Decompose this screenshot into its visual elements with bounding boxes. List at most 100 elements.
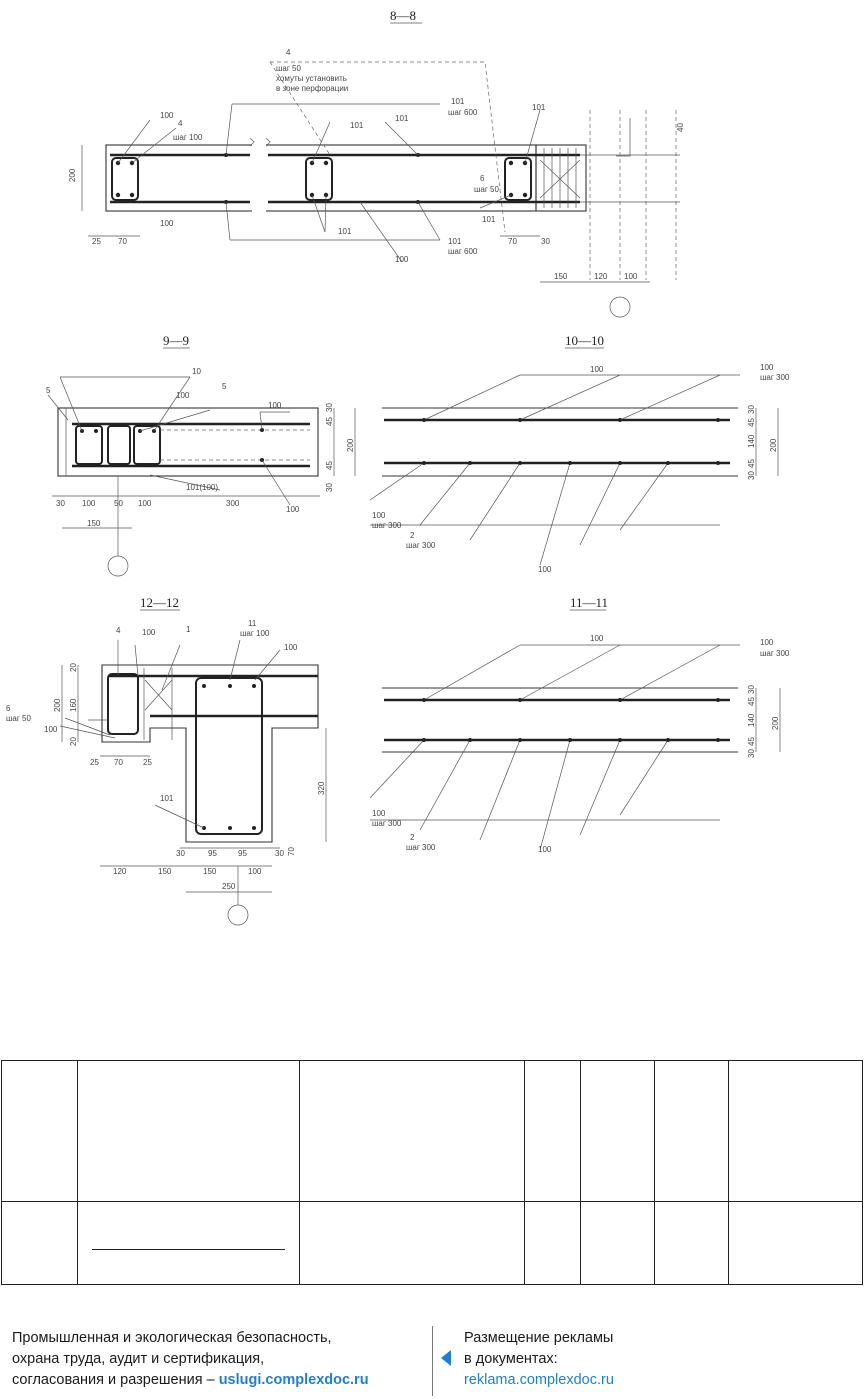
dimension-label: 101 <box>532 103 546 112</box>
dimension-label: хомуты установить <box>276 74 347 83</box>
engineering-drawing: .thin { stroke: #555; stroke-width: 0.7;… <box>6 8 790 926</box>
dimension-label: 45 <box>747 697 756 706</box>
section-12-12: 12—12 4 100 1 11 шаг 100 100 6 шаг 50 10… <box>6 595 327 926</box>
footer-ads-text: Размещение рекламы в документах: reklama… <box>464 1330 614 1388</box>
dimension-label: шаг 600 <box>448 108 478 117</box>
dimension-label: 100 <box>284 643 298 652</box>
dimension-label: 100 <box>138 499 152 508</box>
dimension-label: 150 <box>87 519 101 528</box>
dimension-label: 30 <box>747 749 756 758</box>
dimension-label: 30 <box>747 685 756 694</box>
dimension-label: 250 <box>222 882 236 891</box>
dimension-label: 150 <box>203 867 217 876</box>
section-8-8: 8—8 <box>68 8 685 318</box>
dimension-label: 100 <box>538 565 552 574</box>
dimension-label: 20 <box>69 663 78 672</box>
dimension-label: 25 <box>90 758 99 767</box>
section-title-9-9: 9—9 <box>163 333 189 348</box>
dimension-label: 10 <box>192 367 201 376</box>
section-title-12-12: 12—12 <box>140 595 179 610</box>
title-cell <box>77 1060 300 1202</box>
uslugi-link[interactable]: uslugi.complexdoc.ru <box>218 1372 369 1388</box>
title-cell <box>1 1201 78 1285</box>
dimension-label: 100 <box>372 809 386 818</box>
dimension-label: 100 <box>268 401 282 410</box>
dimension-label: 70 <box>118 237 127 246</box>
dimension-label: 40 <box>676 123 685 132</box>
dimension-label: в зоне перфорации <box>276 84 348 93</box>
dimension-label: 100 <box>142 628 156 637</box>
dimension-label: шаг 50 <box>474 185 499 194</box>
section-title-10-10: 10—10 <box>565 333 604 348</box>
title-cell <box>654 1060 729 1202</box>
dimension-label: 70 <box>508 237 517 246</box>
dimension-label: 140 <box>747 434 756 448</box>
dimension-label: 30 <box>275 849 284 858</box>
dimension-label: 2 <box>410 531 415 540</box>
dimension-label: 101 <box>451 97 465 106</box>
title-cell <box>580 1060 655 1202</box>
dimension-label: 120 <box>594 272 608 281</box>
dimension-label: 100 <box>538 845 552 854</box>
title-cell <box>299 1201 525 1285</box>
footer-banner: Промышленная и экологическая безопасност… <box>0 1300 865 1399</box>
dimension-label: 100 <box>176 391 190 400</box>
dimension-label: 95 <box>208 849 217 858</box>
title-block-table <box>1 1060 863 1285</box>
dimension-label: шаг 300 <box>372 521 402 530</box>
dimension-label: 30 <box>176 849 185 858</box>
dimension-label: 25 <box>92 237 101 246</box>
footer-divider <box>432 1326 433 1396</box>
dimension-label: шаг 600 <box>448 247 478 256</box>
dimension-label: шаг 50 <box>276 64 301 73</box>
dimension-label: шаг 300 <box>760 373 790 382</box>
section-10-10: 10—10 100 100 шаг 300 100 шаг 300 2 шаг … <box>369 333 790 574</box>
dimension-label: 100 <box>160 219 174 228</box>
dimension-label: 100 <box>590 634 604 643</box>
dimension-label: 200 <box>68 168 77 182</box>
dimension-label: 101 <box>482 215 496 224</box>
dimension-label: 200 <box>346 438 355 452</box>
dimension-label: 4 <box>178 119 183 128</box>
dimension-label: 101 <box>160 794 174 803</box>
dimension-label: 101 <box>395 114 409 123</box>
dimension-label: 101(100) <box>186 483 218 492</box>
dimension-label: 100 <box>395 255 409 264</box>
dimension-label: 2 <box>410 833 415 842</box>
dimension-label: 160 <box>69 698 78 712</box>
dimension-label: 100 <box>624 272 638 281</box>
dimension-label: шаг 300 <box>760 649 790 658</box>
title-cell <box>580 1201 655 1285</box>
dimension-label: 5 <box>46 386 51 395</box>
dimension-label: шаг 300 <box>406 843 436 852</box>
dimension-label: 100 <box>160 111 174 120</box>
arrow-left-icon <box>441 1350 451 1366</box>
dimension-label: 120 <box>113 867 127 876</box>
dimension-label: 45 <box>747 737 756 746</box>
dimension-label: 50 <box>114 499 123 508</box>
title-cell <box>728 1060 863 1202</box>
dimension-label: 100 <box>372 511 386 520</box>
dimension-label: 45 <box>325 461 334 470</box>
dimension-label: 45 <box>747 459 756 468</box>
dimension-label: 95 <box>238 849 247 858</box>
dimension-label: 25 <box>143 758 152 767</box>
dimension-label: 5 <box>222 382 227 391</box>
dimension-label: 100 <box>760 363 774 372</box>
title-cell <box>524 1060 581 1202</box>
title-cell <box>728 1201 863 1285</box>
section-11-11: 11—11 100 100 шаг 300 100 шаг 300 2 шаг … <box>369 595 790 854</box>
dimension-label: 100 <box>286 505 300 514</box>
dimension-label: 100 <box>44 725 58 734</box>
dimension-label: 70 <box>287 847 296 856</box>
section-9-9: 9—9 5 10 100 5 100 101(100) 100 30 45 20 <box>46 333 356 577</box>
dimension-label: 30 <box>56 499 65 508</box>
dimension-label: 200 <box>769 438 778 452</box>
dimension-label: 100 <box>760 638 774 647</box>
dimension-label: 20 <box>69 737 78 746</box>
dimension-label: 200 <box>53 698 62 712</box>
dimension-label: шаг 100 <box>173 133 203 142</box>
reklama-link[interactable]: reklama.complexdoc.ru <box>464 1372 614 1388</box>
dimension-label: 4 <box>116 626 121 635</box>
title-cell-signature <box>77 1201 300 1285</box>
